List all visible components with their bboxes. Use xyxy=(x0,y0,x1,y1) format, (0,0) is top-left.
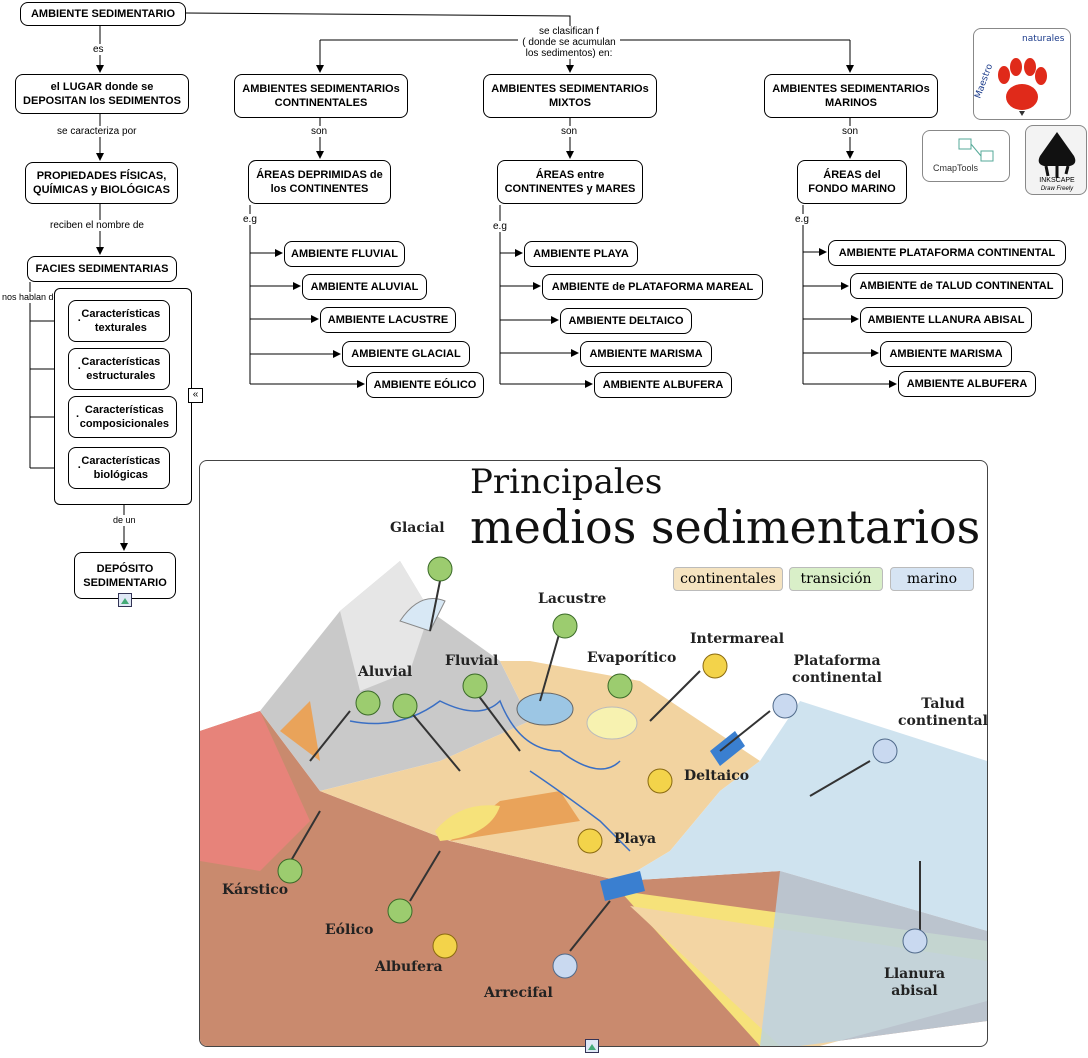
caracteristica-biologicas[interactable]: Características biológicas xyxy=(68,447,170,489)
diagram-frame: continentales transición marino xyxy=(199,460,988,1047)
ambiente-albufera-marino[interactable]: AMBIENTE ALBUFERA xyxy=(898,371,1036,397)
sedimentary-block-diagram xyxy=(200,556,987,1046)
label-evaporitico: Evaporítico xyxy=(587,650,677,666)
link-es: es xyxy=(93,44,104,55)
label-albufera: Albufera xyxy=(375,959,443,975)
diagram-title-1: Principales xyxy=(470,462,663,502)
diagram-image-icon[interactable] xyxy=(585,1039,599,1053)
mixtos-area-node[interactable]: ÁREAS entre CONTINENTES y MARES xyxy=(497,160,643,204)
ambiente-llanura-abisal[interactable]: AMBIENTE LLANURA ABISAL xyxy=(860,307,1032,333)
image-attachment-icon[interactable] xyxy=(118,593,132,607)
link-eg-mixtos: e.g xyxy=(493,221,507,232)
label-glacial: Glacial xyxy=(390,520,445,536)
link-se-clasifican: se clasifican f ( donde se acumulan los … xyxy=(518,26,620,59)
inkscape-label: INKSCAPE xyxy=(1039,177,1075,184)
propiedades-node[interactable]: PROPIEDADES FÍSICAS, QUÍMICAS y BIOLÓGIC… xyxy=(25,162,178,204)
ambiente-eolico[interactable]: AMBIENTE EÓLICO xyxy=(366,372,484,398)
label-llanura: Llanura abisal xyxy=(884,966,946,999)
deposito-node[interactable]: DEPÓSITO SEDIMENTARIO xyxy=(74,552,176,599)
facies-node[interactable]: FACIES SEDIMENTARIAS xyxy=(27,256,177,282)
legend-continentales: continentales xyxy=(673,567,783,591)
caracteristica-composicionales[interactable]: Características composicionales xyxy=(68,396,177,438)
continentales-node[interactable]: AMBIENTES SEDIMENTARIOs CONTINENTALES xyxy=(234,74,408,118)
ambiente-marisma-marino[interactable]: AMBIENTE MARISMA xyxy=(880,341,1012,367)
ambiente-glacial[interactable]: AMBIENTE GLACIAL xyxy=(342,341,470,367)
link-eg-continentales: e.g xyxy=(243,214,257,225)
maestro-naturales-logo: Maestro naturales xyxy=(973,28,1071,120)
svg-text:Maestro: Maestro xyxy=(974,62,995,100)
label-lacustre: Lacustre xyxy=(538,591,607,607)
continentales-area-node[interactable]: ÁREAS DEPRIMIDAS de los CONTINENTES xyxy=(248,160,391,204)
link-se-caracteriza: se caracteriza por xyxy=(57,126,137,137)
link-reciben: reciben el nombre de xyxy=(50,220,144,231)
marinos-area-node[interactable]: ÁREAS del FONDO MARINO xyxy=(797,160,907,204)
diagram-title-2: medios sedimentarios xyxy=(470,500,981,554)
cmaptools-logo: CmapTools xyxy=(922,130,1010,182)
collapse-icon[interactable]: « xyxy=(188,388,203,403)
caracteristica-texturales[interactable]: Características texturales xyxy=(68,300,170,342)
link-nos-hablan: nos hablan de xyxy=(2,292,59,303)
link-son-continentales: son xyxy=(311,126,328,137)
label-talud: Talud continental xyxy=(898,696,988,729)
label-arrecifal: Arrecifal xyxy=(484,985,553,1001)
ambiente-plataforma-continental[interactable]: AMBIENTE PLATAFORMA CONTINENTAL xyxy=(828,240,1066,266)
ambiente-playa[interactable]: AMBIENTE PLAYA xyxy=(524,241,638,267)
ambiente-lacustre[interactable]: AMBIENTE LACUSTRE xyxy=(320,307,456,333)
marinos-node[interactable]: AMBIENTES SEDIMENTARIOs MARINOS xyxy=(764,74,938,118)
legend-transicion: transición xyxy=(789,567,883,591)
paw-icon: Maestro naturales xyxy=(973,34,1065,116)
label-eolico: Eólico xyxy=(325,922,374,938)
label-playa: Playa xyxy=(614,831,657,847)
caracteristica-estructurales[interactable]: Características estructurales xyxy=(68,348,170,390)
link-de-un: de un xyxy=(113,515,136,526)
label-deltaico: Deltaico xyxy=(684,768,750,784)
label-karstico: Kárstico xyxy=(222,882,289,898)
ambiente-deltaico[interactable]: AMBIENTE DELTAICO xyxy=(560,308,692,334)
ambiente-fluvial[interactable]: AMBIENTE FLUVIAL xyxy=(284,241,405,267)
link-son-marinos: son xyxy=(842,126,859,137)
label-fluvial: Fluvial xyxy=(445,653,499,669)
lugar-node[interactable]: el LUGAR donde se DEPOSITAN los SEDIMENT… xyxy=(15,74,189,114)
ambiente-plataforma-mareal[interactable]: AMBIENTE de PLATAFORMA MAREAL xyxy=(542,274,763,300)
label-aluvial: Aluvial xyxy=(358,664,413,680)
ambiente-marisma-mixto[interactable]: AMBIENTE MARISMA xyxy=(580,341,712,367)
legend-marino: marino xyxy=(890,567,974,591)
root-node[interactable]: AMBIENTE SEDIMENTARIO xyxy=(20,2,186,26)
inkscape-logo: INKSCAPE Draw Freely xyxy=(1025,125,1087,195)
label-plataforma: Plataforma continental xyxy=(792,653,882,686)
mixtos-node[interactable]: AMBIENTES SEDIMENTARIOs MIXTOS xyxy=(483,74,657,118)
link-son-mixtos: son xyxy=(561,126,578,137)
svg-text:naturales: naturales xyxy=(1022,34,1065,44)
link-eg-marinos: e.g xyxy=(795,214,809,225)
ambiente-aluvial[interactable]: AMBIENTE ALUVIAL xyxy=(302,274,427,300)
label-intermareal: Intermareal xyxy=(690,631,785,647)
ambiente-talud-continental[interactable]: AMBIENTE de TALUD CONTINENTAL xyxy=(850,273,1063,299)
ambiente-albufera-mixto[interactable]: AMBIENTE ALBUFERA xyxy=(594,372,732,398)
inkscape-sub: Draw Freely xyxy=(1040,186,1074,192)
cmaptools-label: CmapTools xyxy=(933,163,979,173)
